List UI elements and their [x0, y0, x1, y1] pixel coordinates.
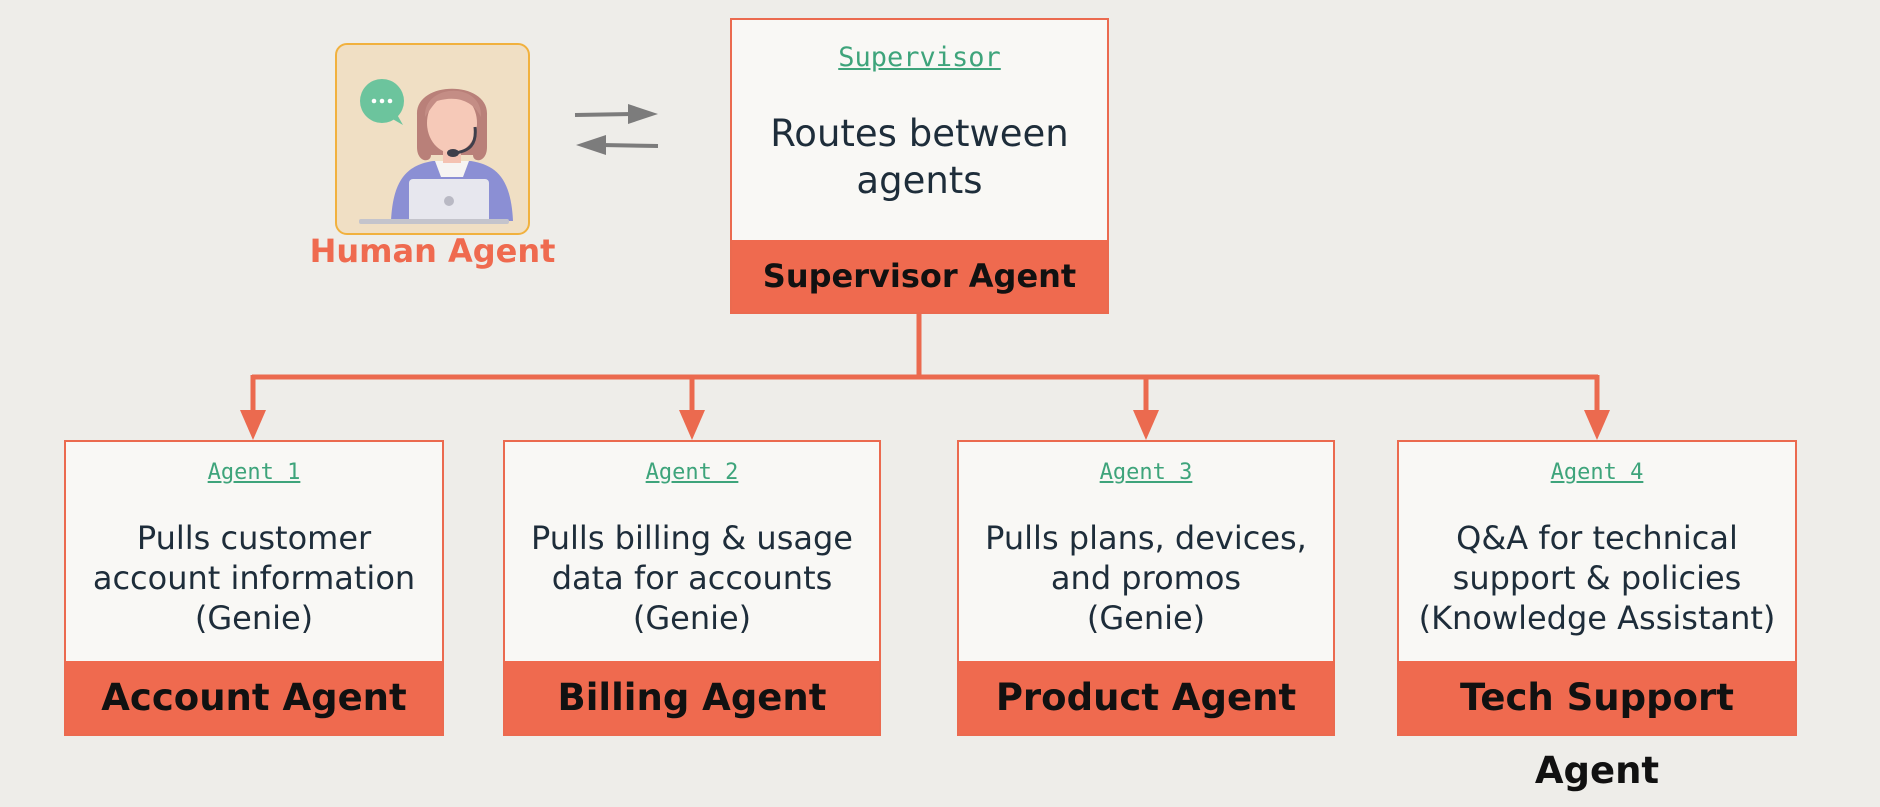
agent1-description-line: Pulls customer [136, 519, 372, 557]
agent3-tag: Agent 3 [1099, 460, 1193, 485]
arrowhead-agent2 [679, 410, 705, 440]
product-agent-title: Product Agent [959, 661, 1333, 734]
agent2-description-line: Pulls billing & usage [531, 519, 853, 557]
supervisor-tag: Supervisor [838, 42, 1001, 73]
product-agent-box: Agent 3 Pulls plans, devices, and promos… [957, 440, 1335, 736]
agent1-description-line: account information [92, 559, 416, 597]
agent4-description-line: support & policies [1452, 559, 1742, 597]
agent1-description-line: (Genie) [194, 599, 314, 637]
agent1-description: Pulls customer account information (Geni… [66, 518, 442, 638]
right-arrow-icon [574, 104, 658, 124]
supervisor-agent-box: Supervisor Routes between agents Supervi… [730, 18, 1109, 314]
agent4-description: Q&A for technical support & policies (Kn… [1399, 518, 1795, 638]
supervisor-agent-title: Supervisor Agent [732, 240, 1107, 312]
left-arrow-icon [576, 135, 659, 155]
arrowhead-agent4 [1584, 410, 1610, 440]
tech-support-agent-box: Agent 4 Q&A for technical support & poli… [1397, 440, 1797, 792]
agent3-description-line: Pulls plans, devices, [985, 519, 1307, 557]
agent2-description: Pulls billing & usage data for accounts … [505, 518, 879, 638]
agent2-tag: Agent 2 [645, 460, 739, 485]
tech-support-agent-title: Tech Support Agent [1399, 661, 1795, 792]
arrowhead-agent1 [240, 410, 266, 440]
agent1-tag: Agent 1 [207, 460, 301, 485]
exchange-arrows [574, 104, 659, 155]
agent4-description-line: Q&A for technical [1456, 519, 1738, 557]
human-agent-label: Human Agent [309, 232, 556, 270]
billing-agent-box: Agent 2 Pulls billing & usage data for a… [503, 440, 881, 736]
agent2-description-line: data for accounts [551, 559, 833, 597]
account-agent-title: Account Agent [66, 661, 442, 734]
connector-tree [240, 314, 1610, 440]
agent4-tag: Agent 4 [1550, 460, 1644, 485]
agent3-description-line: and promos [1050, 559, 1242, 597]
arrowhead-agent3 [1133, 410, 1159, 440]
billing-agent-title: Billing Agent [505, 661, 879, 734]
agent2-description-line: (Genie) [632, 599, 752, 637]
human-agent-card [335, 43, 530, 235]
human-agent-icon [359, 79, 513, 224]
agent3-description: Pulls plans, devices, and promos (Genie) [959, 518, 1333, 638]
supervisor-description: Routes between agents [770, 112, 1069, 202]
agent4-description-line: (Knowledge Assistant) [1418, 599, 1776, 637]
agent3-description-line: (Genie) [1086, 599, 1206, 637]
account-agent-box: Agent 1 Pulls customer account informati… [64, 440, 444, 736]
